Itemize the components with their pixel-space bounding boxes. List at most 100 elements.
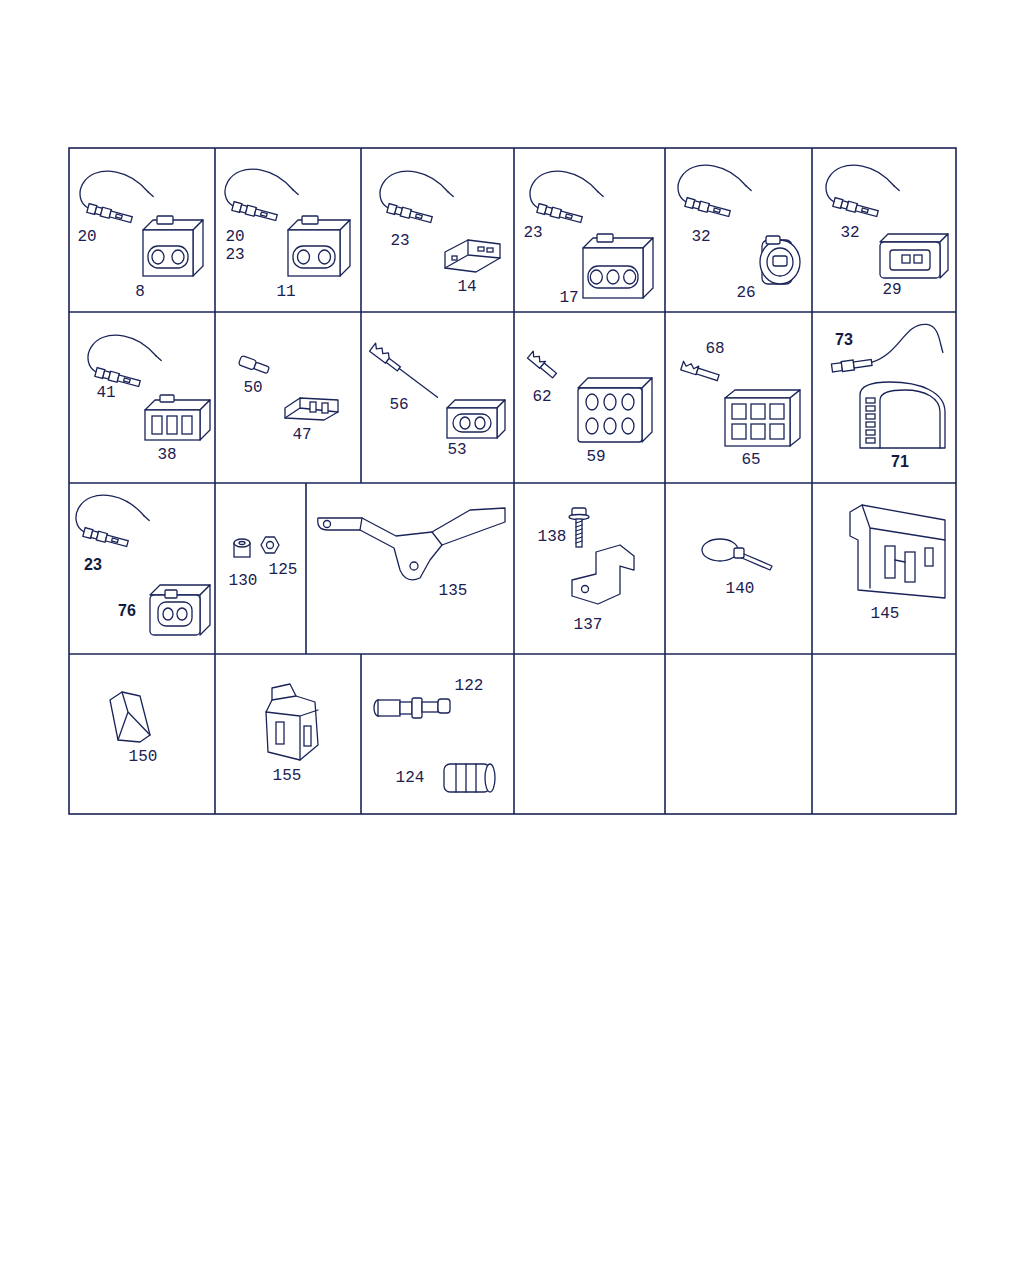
part-outline <box>487 248 493 252</box>
part-outline <box>940 234 948 278</box>
part-outline <box>860 382 945 448</box>
part-outline <box>360 518 442 545</box>
callout-number: 38 <box>157 447 176 463</box>
callout-number: 125 <box>269 562 298 578</box>
part-outline <box>302 216 318 224</box>
callout-number: 73 <box>835 332 853 348</box>
holding-clip <box>266 684 318 760</box>
grid-line <box>811 483 813 654</box>
part-outline <box>790 390 800 446</box>
part-outline <box>438 699 450 713</box>
callout-number: 14 <box>457 279 476 295</box>
part-outline <box>732 404 746 419</box>
part-outline <box>460 417 470 429</box>
part-outline <box>288 230 340 276</box>
grid-line <box>811 654 813 814</box>
part-outline <box>751 404 765 419</box>
part-outline <box>254 362 270 373</box>
part-outline <box>880 390 940 448</box>
callout-number: 135 <box>439 583 468 599</box>
callout-number: 23 <box>225 247 244 263</box>
part-outline <box>148 246 188 268</box>
part-outline <box>559 211 582 222</box>
part-outline <box>422 702 438 712</box>
part-outline <box>773 256 787 266</box>
part-outline <box>696 368 719 381</box>
part-outline <box>905 552 915 582</box>
part-outline <box>578 378 652 388</box>
part-outline <box>566 214 573 218</box>
part-outline <box>890 250 930 270</box>
part-outline <box>642 378 652 442</box>
part-outline <box>862 505 945 588</box>
callout-number: 124 <box>396 770 425 786</box>
part-outline <box>702 539 738 561</box>
crimp-terminal <box>681 361 720 381</box>
connector-housing <box>447 400 505 438</box>
callout-number: 140 <box>726 581 755 597</box>
screw <box>569 508 589 547</box>
wire <box>526 164 601 222</box>
grid-line <box>811 312 813 483</box>
part-outline <box>167 416 177 434</box>
part-outline <box>261 212 268 216</box>
part-outline <box>583 238 653 248</box>
large-connector-housing <box>860 382 945 448</box>
part-outline <box>145 410 200 440</box>
callout-number: 56 <box>389 397 408 413</box>
part-outline <box>322 403 328 413</box>
locking-clip <box>285 398 338 420</box>
callout-number: 71 <box>891 454 909 470</box>
part-outline <box>742 554 772 570</box>
cable-tie <box>702 539 772 570</box>
callout-number: 62 <box>532 389 551 405</box>
grid-line <box>214 654 216 814</box>
part-outline <box>725 398 790 446</box>
part-outline <box>853 359 872 367</box>
wire-terminal <box>75 164 157 228</box>
part-outline <box>582 586 589 593</box>
mounting-bracket <box>318 508 505 580</box>
part-outline <box>109 211 132 222</box>
part-outline <box>293 246 335 268</box>
part-outline <box>116 214 123 218</box>
callout-number: 26 <box>736 285 755 301</box>
callout-number: 122 <box>455 678 484 694</box>
grid-line <box>214 483 216 654</box>
part-outline <box>588 266 638 288</box>
part-outline <box>497 400 505 438</box>
part-outline <box>267 542 274 549</box>
parts-grid <box>69 148 956 814</box>
part-outline <box>447 408 497 438</box>
part-outline <box>105 535 128 546</box>
part-outline <box>866 438 875 443</box>
part-outline <box>163 608 173 620</box>
part-outline <box>622 418 634 434</box>
part-outline <box>576 533 582 535</box>
grid-line <box>664 483 666 654</box>
part-outline <box>760 240 800 284</box>
spring-clip <box>850 505 945 598</box>
part-outline <box>266 696 318 760</box>
part-outline <box>124 378 131 382</box>
wire-strand <box>143 516 150 520</box>
grid-line <box>69 653 956 655</box>
part-outline <box>145 400 210 410</box>
part-outline <box>386 358 400 370</box>
part-outline <box>604 418 616 434</box>
part-outline <box>158 602 192 626</box>
part-outline <box>200 585 210 635</box>
callout-number: 47 <box>292 427 311 443</box>
part-outline <box>643 238 653 298</box>
wire-strand <box>155 356 162 360</box>
wire-strand <box>597 192 604 196</box>
callout-number: 20 <box>77 229 96 245</box>
grid-line <box>664 312 666 483</box>
part-outline <box>597 234 613 242</box>
round-connector <box>760 236 800 284</box>
part-outline <box>866 414 875 419</box>
part-outline <box>444 764 490 792</box>
